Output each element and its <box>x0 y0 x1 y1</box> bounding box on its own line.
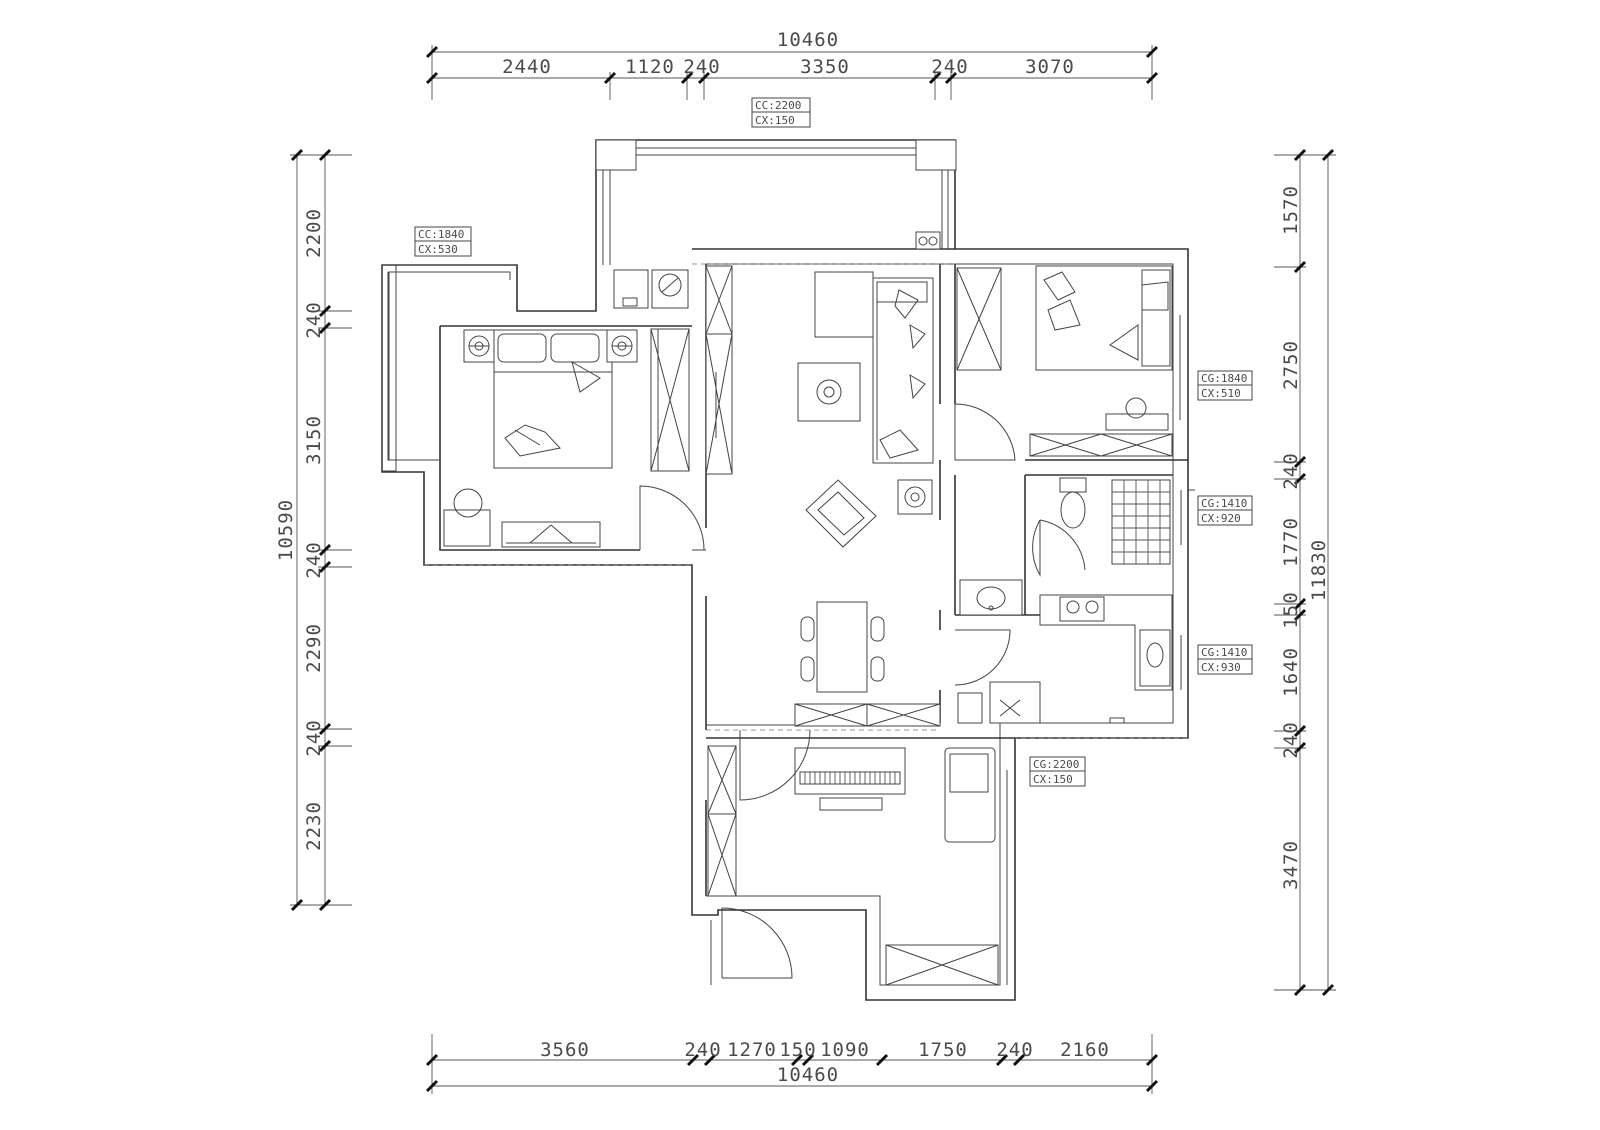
top-dim-segment: 1120 <box>625 56 675 78</box>
toilet <box>1059 477 1087 529</box>
bottom-dim-segment: 1750 <box>918 1039 968 1061</box>
svg-text:CX:930: CX:930 <box>1201 661 1241 674</box>
left-dim-segment: 3150 <box>303 415 325 465</box>
nightstand-lamp <box>606 329 638 363</box>
door-swing <box>706 729 940 801</box>
right-dim-segment: 240 <box>1280 452 1302 489</box>
left-total-dim: 10590 <box>275 499 297 561</box>
left-dim-segment: 2290 <box>303 623 325 673</box>
left-dim-segment: 240 <box>303 541 325 578</box>
svg-text:CX:150: CX:150 <box>1033 773 1073 786</box>
svg-text:CC:1840: CC:1840 <box>418 228 464 241</box>
svg-text:CX:530: CX:530 <box>418 243 458 256</box>
svg-text:CX:920: CX:920 <box>1201 512 1241 525</box>
left-dimension-chain: 10590 2200 240 3150 240 2290 240 2230 <box>275 148 352 912</box>
bottom-dim-segment: 240 <box>996 1039 1033 1061</box>
top-dim-segment: 2440 <box>502 56 552 78</box>
floor-drain <box>915 231 941 250</box>
door-swing <box>639 263 955 551</box>
right-dim-segment: 1570 <box>1280 185 1302 235</box>
window-tag: CC:1840 CX:530 <box>414 226 472 257</box>
top-dim-segment: 3070 <box>1025 56 1075 78</box>
svg-text:CX:510: CX:510 <box>1201 387 1241 400</box>
master-bed <box>493 329 613 469</box>
sofa <box>872 277 934 464</box>
right-total-dim: 11830 <box>1308 539 1330 601</box>
bottom-dim-segment: 150 <box>779 1039 816 1061</box>
door-swing <box>721 907 793 979</box>
desk-chair <box>443 488 491 547</box>
top-dimension-chain: 10460 2440 1120 240 3350 240 3070 <box>425 29 1159 100</box>
washing-machine <box>613 269 689 309</box>
svg-text:CC:2200: CC:2200 <box>755 99 801 112</box>
nightstand-lamp <box>463 329 495 363</box>
window-tag: CG:1840 CX:510 <box>1197 370 1253 401</box>
svg-text:CG:1410: CG:1410 <box>1201 646 1247 659</box>
dining-table <box>800 601 885 693</box>
right-dimension-chain: 1570 2750 240 1770 150 1640 240 3470 118… <box>1274 148 1336 997</box>
second-bed <box>1035 265 1173 371</box>
left-dim-segment: 240 <box>303 719 325 756</box>
kitchen-counter <box>1039 594 1173 691</box>
svg-text:CG:1840: CG:1840 <box>1201 372 1247 385</box>
window-tag: CG:1410 CX:920 <box>1197 495 1253 526</box>
left-dim-segment: 2230 <box>303 801 325 851</box>
bottom-dim-segment: 2160 <box>1060 1039 1110 1061</box>
wardrobe <box>650 328 690 472</box>
right-dim-segment: 150 <box>1280 591 1302 628</box>
desk-chair <box>1105 397 1169 431</box>
window-markers <box>710 315 1195 985</box>
top-total-dim: 10460 <box>777 29 839 51</box>
right-dim-segment: 1640 <box>1280 647 1302 697</box>
door-swing <box>954 403 1016 461</box>
door-swing <box>1032 519 1086 577</box>
bottom-dim-segment: 1090 <box>820 1039 870 1061</box>
top-dim-segment: 240 <box>683 56 720 78</box>
window-tag: CG:1410 CX:930 <box>1197 644 1253 675</box>
exterior-walls <box>381 139 1189 1001</box>
armchair <box>805 479 877 548</box>
window-tag: CC:2200 CX:150 <box>751 97 811 128</box>
bottom-dim-segment: 1270 <box>727 1039 777 1061</box>
bottom-dimension-chain: 3560 240 1270 150 1090 1750 240 2160 104… <box>425 1034 1159 1094</box>
right-dim-segment: 240 <box>1280 721 1302 758</box>
right-dim-segment: 3470 <box>1280 840 1302 890</box>
bottom-dim-segment: 3560 <box>540 1039 590 1061</box>
wardrobe <box>956 267 1002 371</box>
left-dim-segment: 240 <box>303 301 325 338</box>
shower-tray <box>1111 479 1171 565</box>
top-dim-segment: 3350 <box>800 56 850 78</box>
right-dim-segment: 2750 <box>1280 340 1302 390</box>
tv-cabinet <box>501 521 601 548</box>
sideboard <box>814 271 874 338</box>
svg-text:CG:2200: CG:2200 <box>1033 758 1079 771</box>
door-swing <box>954 629 1011 686</box>
top-dim-segment: 240 <box>931 56 968 78</box>
storage-cabinet <box>1029 433 1173 457</box>
window-tag: CG:2200 CX:150 <box>1029 756 1086 787</box>
entry-cabinet <box>794 703 941 727</box>
coffee-table <box>797 362 861 422</box>
wash-basin <box>959 579 1023 616</box>
kitchen-block <box>957 692 1125 724</box>
fridge <box>989 681 1041 724</box>
side-table <box>897 479 933 515</box>
right-dim-segment: 1770 <box>1280 517 1302 567</box>
balcony-storage <box>885 944 999 986</box>
lounge-sofa <box>944 747 996 843</box>
tall-cabinet <box>707 745 737 897</box>
bottom-total-dim: 10460 <box>777 1064 839 1086</box>
bottom-dim-segment: 240 <box>684 1039 721 1061</box>
piano <box>794 747 906 811</box>
tall-cabinet <box>705 265 733 475</box>
left-dim-segment: 2200 <box>303 208 325 258</box>
svg-text:CG:1410: CG:1410 <box>1201 497 1247 510</box>
svg-text:CX:150: CX:150 <box>755 114 795 127</box>
